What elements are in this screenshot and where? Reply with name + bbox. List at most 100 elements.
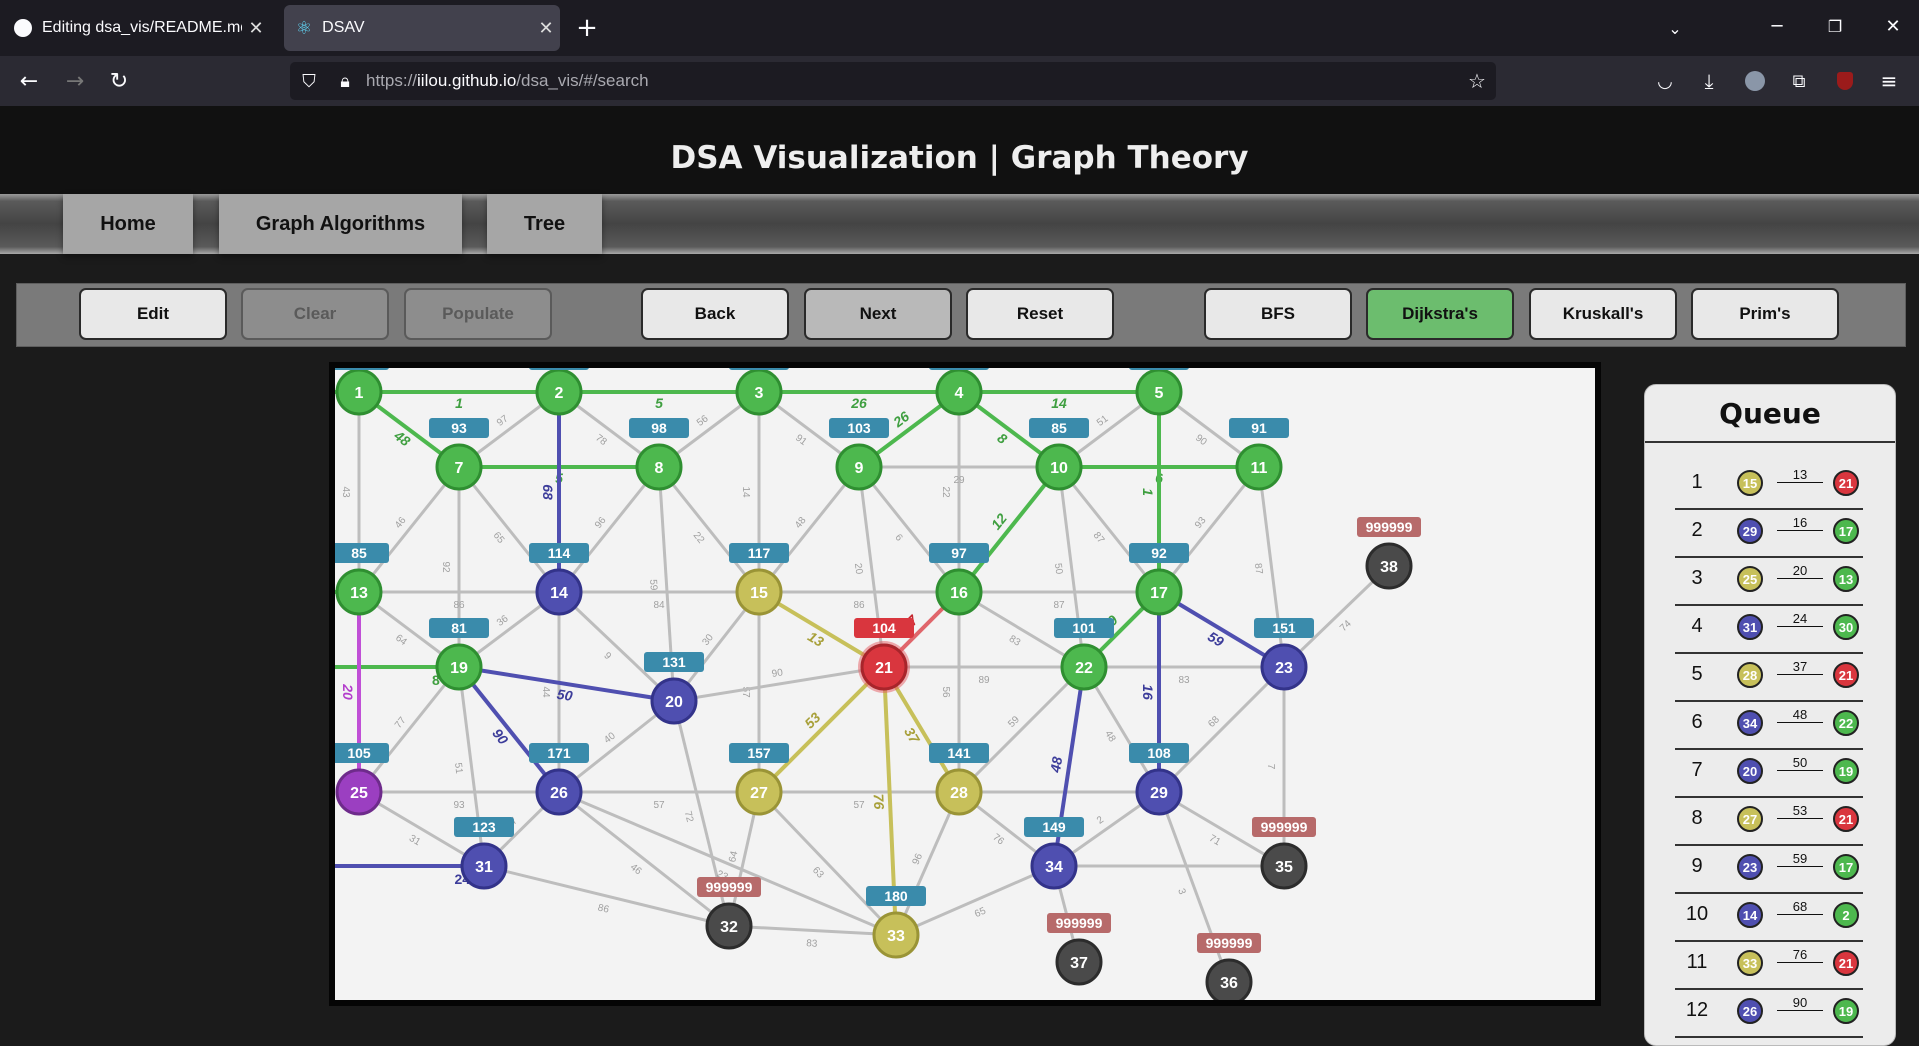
ublock-icon[interactable] [1830, 66, 1860, 96]
graph-edge [458, 665, 675, 703]
minimize-icon[interactable]: ─ [1771, 15, 1783, 37]
hamburger-menu-icon[interactable]: ≡ [1880, 69, 1898, 93]
account-avatar-icon[interactable] [1740, 66, 1770, 96]
dist-badge [1047, 913, 1111, 933]
graph-node[interactable]: 2 [535, 368, 583, 416]
url-text[interactable]: https://iilou.github.io/dsa_vis/#/search [366, 71, 649, 91]
back-button[interactable]: Back [641, 288, 789, 340]
graph-edge [657, 466, 761, 593]
graph-edge [1157, 466, 1261, 593]
graph-svg[interactable]: 8244397785691145190469265962259486202229… [335, 368, 1595, 1000]
close-tab-icon[interactable]: ✕ [248, 17, 264, 38]
edge-weight: 56 [940, 686, 951, 698]
dist-badge [929, 368, 989, 370]
node-circle [1055, 938, 1103, 986]
bookmark-star-icon[interactable]: ☆ [1468, 69, 1486, 93]
tab-github-readme[interactable]: Editing dsa_vis/README.md at ✕ [8, 5, 270, 51]
dist-value: 98 [651, 420, 667, 436]
reset-button[interactable]: Reset [966, 288, 1114, 340]
graph-node[interactable]: 898 [629, 418, 689, 491]
edge-weight: 12 [988, 510, 1010, 532]
dist-badge [829, 418, 889, 438]
dijkstra-button[interactable]: Dijkstra's [1366, 288, 1514, 340]
dist-badge [335, 368, 389, 370]
forward-arrow-icon[interactable]: → [65, 68, 85, 94]
close-tab-icon[interactable]: ✕ [538, 17, 554, 38]
menu-home[interactable]: Home [63, 194, 193, 254]
edge-weight: 86 [453, 600, 465, 611]
graph-edge [1082, 666, 1161, 793]
extensions-icon[interactable]: ⧉ [1792, 70, 1806, 92]
dist-value: 131 [662, 654, 686, 670]
graph-node[interactable]: 3 [735, 368, 783, 416]
next-button[interactable]: Next [804, 288, 952, 340]
clear-button[interactable]: Clear [241, 288, 389, 340]
edge-weight: 86 [853, 600, 865, 611]
graph-node[interactable]: 5 [1135, 368, 1183, 416]
download-icon[interactable]: ⤓ [1704, 69, 1714, 93]
graph-node[interactable]: 4 [935, 368, 983, 416]
menu-graph-algorithms[interactable]: Graph Algorithms [219, 194, 462, 254]
restore-icon[interactable]: ❐ [1827, 16, 1843, 36]
graph-node[interactable]: 793 [429, 418, 489, 491]
dist-badge [429, 418, 489, 438]
new-tab-icon[interactable]: + [576, 13, 598, 43]
back-arrow-icon[interactable]: ← [19, 68, 39, 94]
pocket-icon[interactable]: ◡ [1657, 70, 1673, 92]
url-bar[interactable] [290, 62, 1496, 100]
edge-weight: 86 [597, 902, 611, 915]
dist-badge [1357, 517, 1421, 537]
dist-value: 141 [947, 745, 971, 761]
tab-list-chevron-icon[interactable]: ⌄ [1668, 18, 1682, 38]
edge-weight: 96 [911, 852, 926, 867]
kruskall-button[interactable]: Kruskall's [1529, 288, 1677, 340]
edit-button[interactable]: Edit [79, 288, 227, 340]
queue-from-node: 29 [1737, 518, 1763, 544]
tab-dsav[interactable]: ⚛ DSAV ✕ [284, 5, 560, 51]
graph-node[interactable]: 1 [335, 368, 383, 416]
node-circle [1060, 643, 1108, 691]
window-close-icon[interactable]: ✕ [1885, 15, 1901, 37]
prim-button[interactable]: Prim's [1691, 288, 1839, 340]
node-circle [1135, 768, 1183, 816]
bfs-button[interactable]: BFS [1204, 288, 1352, 340]
reload-icon[interactable]: ↻ [109, 68, 129, 94]
node-label: 29 [1150, 785, 1168, 802]
dist-value: 91 [1251, 420, 1267, 436]
dist-value: 85 [1051, 420, 1067, 436]
node-label: 17 [1150, 585, 1168, 602]
shield-icon[interactable]: ⛉ [302, 70, 316, 92]
menu-tree[interactable]: Tree [487, 194, 602, 254]
populate-button[interactable]: Populate [404, 288, 552, 340]
dist-value: 104 [872, 620, 896, 636]
github-icon [14, 19, 32, 37]
